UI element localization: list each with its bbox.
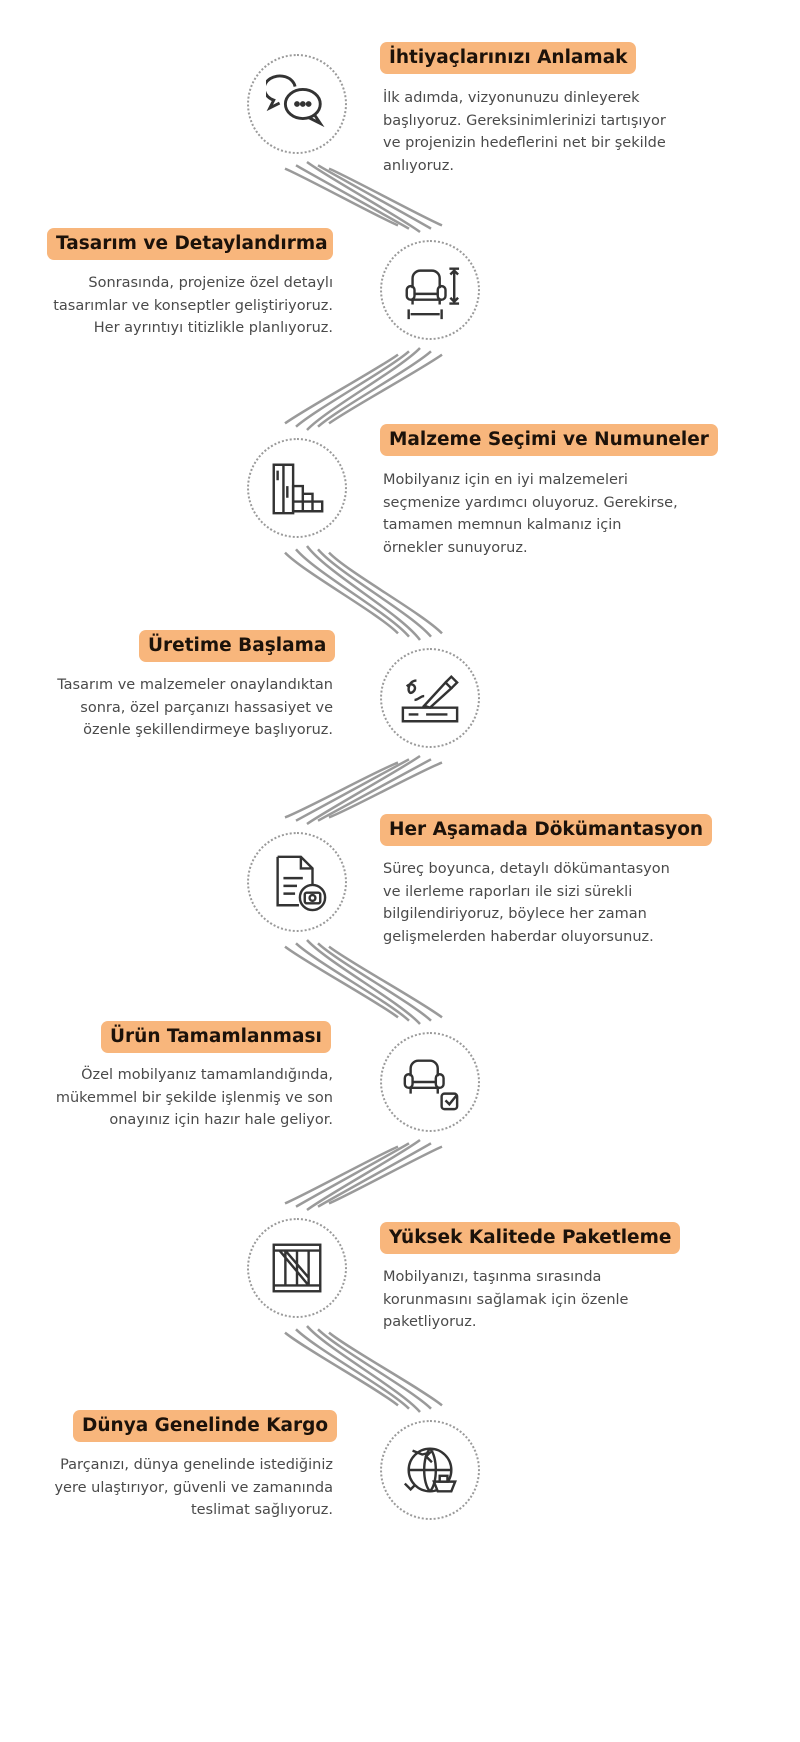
connector-line (306, 1138, 421, 1212)
connector-line (317, 758, 432, 822)
connector-line (306, 160, 421, 234)
wood-materials-icon (272, 463, 324, 515)
connector-line (317, 548, 432, 638)
connector-line (284, 167, 399, 227)
step-4-description: Tasarım ve malzemeler onaylandıktan sonr… (57, 677, 333, 738)
connector-line (305, 545, 422, 641)
chat-bubbles-icon (266, 74, 325, 128)
connector-line (306, 939, 421, 1025)
wooden-crate-icon (272, 1243, 322, 1293)
connector-line (306, 347, 421, 431)
global-shipping-icon (403, 1447, 457, 1493)
connector-line (284, 945, 399, 1019)
step-7-description: Mobilyanızı, taşınma sırasında korunması… (383, 1269, 629, 1330)
connector-line (317, 1328, 432, 1410)
step-5-icon-circle (247, 832, 347, 932)
step-1-title: İhtiyaçlarınızı Anlamak (380, 42, 637, 74)
step-2-description: Sonrasında, projenize özel detaylı tasar… (53, 275, 333, 336)
connector-line (295, 548, 410, 638)
connector-line (328, 551, 443, 635)
connector-line (328, 353, 443, 425)
connector-line (328, 1145, 443, 1205)
connector-line (306, 754, 421, 826)
connector-line (328, 945, 443, 1019)
step-5-description: Süreç boyunca, detaylı dökümantasyon ve … (383, 861, 670, 945)
armchair-check-icon (403, 1059, 459, 1111)
step-4-icon-circle (380, 648, 480, 748)
document-camera-icon (276, 855, 327, 912)
step-2-icon-circle (380, 240, 480, 340)
connector-line (295, 1142, 410, 1208)
connector-line (284, 1145, 399, 1205)
connector-line (317, 350, 432, 428)
step-5-title: Her Aşamada Dökümantasyon (380, 814, 713, 846)
connector-line (328, 167, 443, 227)
connector-line (295, 350, 410, 428)
connector-line (284, 551, 399, 635)
step-3-title: Malzeme Seçimi ve Numuneler (380, 424, 718, 456)
step-6-description: Özel mobilyanız tamamlandığında, mükemme… (55, 1067, 333, 1128)
step-8-description: Parçanızı, dünya genelinde istediğiniz y… (54, 1457, 333, 1518)
connector-line (295, 1328, 410, 1410)
connector-line (295, 164, 410, 230)
connector-line (317, 164, 432, 230)
connector-line (317, 942, 432, 1022)
step-3-icon-circle (247, 438, 347, 538)
connector-line (328, 1331, 443, 1407)
connector-line (295, 942, 410, 1022)
step-7-icon-circle (247, 1218, 347, 1318)
step-1-icon-circle (247, 54, 347, 154)
connector-line (284, 353, 399, 425)
step-6-icon-circle (380, 1032, 480, 1132)
step-2-title: Tasarım ve Detaylandırma (47, 228, 333, 260)
step-3-description: Mobilyanız için en iyi malzemeleri seçme… (383, 472, 678, 556)
armchair-dimensions-icon (405, 267, 460, 320)
connector-line (295, 758, 410, 822)
connector-line (284, 761, 399, 819)
connector-line (284, 1331, 399, 1407)
connector-line (317, 1142, 432, 1208)
step-1-description: İlk adımda, vizyonunuzu dinleyerek başlı… (383, 90, 666, 174)
step-8-title: Dünya Genelinde Kargo (73, 1410, 338, 1442)
connector-line (306, 1325, 421, 1413)
step-8-icon-circle (380, 1420, 480, 1520)
step-4-title: Üretime Başlama (139, 630, 336, 662)
connector-line (328, 761, 443, 819)
chisel-wood-icon (401, 674, 459, 723)
step-6-title: Ürün Tamamlanması (101, 1021, 331, 1053)
step-7-title: Yüksek Kalitede Paketleme (380, 1222, 681, 1254)
